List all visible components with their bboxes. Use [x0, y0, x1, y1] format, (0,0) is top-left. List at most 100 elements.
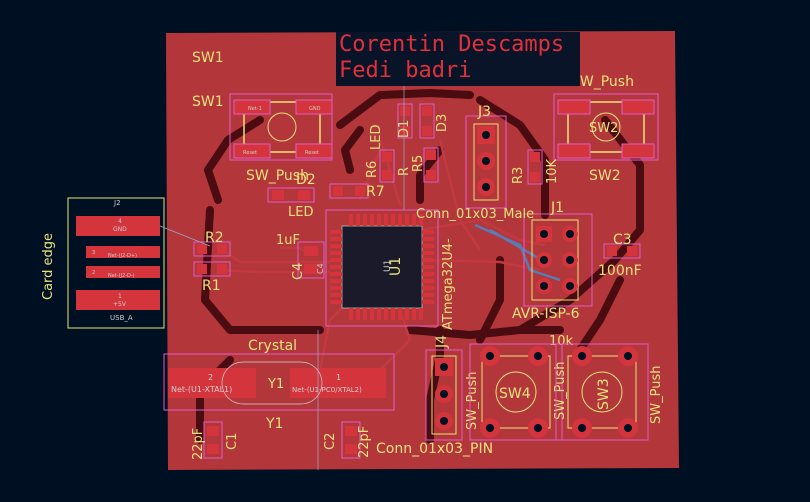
capacitor-c1[interactable] — [203, 421, 223, 459]
u1-pin-pad — [363, 214, 367, 226]
u1-pin-pad — [398, 214, 402, 226]
crystal-label: Crystal — [248, 338, 297, 354]
y1-pad1-num: 1 — [336, 373, 341, 382]
u1-pin-pad — [419, 308, 423, 320]
u1-pin-pad — [330, 265, 342, 269]
u1-pin-pad — [398, 308, 402, 320]
author-line-1: Corentin Descamps — [339, 32, 565, 57]
j2-pin2-net: Net-(J2-D-) — [108, 273, 135, 279]
sw-push-vertical-right: SW_Push — [649, 366, 664, 424]
c4-label: C4 — [291, 263, 306, 280]
u1-pin-pad — [419, 214, 423, 226]
j2-pin4-num: 4 — [118, 218, 122, 225]
led-d2[interactable] — [267, 187, 315, 203]
j2-pin1-num: 1 — [118, 293, 122, 300]
atmega-label: ATmega32U4- — [441, 238, 456, 330]
switch-sw4[interactable] — [469, 343, 563, 441]
led-d3[interactable] — [419, 103, 435, 139]
c4-fab-label: C4 — [316, 263, 325, 274]
back-tracks — [474, 223, 561, 282]
j4-label: J4 — [434, 335, 450, 349]
j2-footprint: USB_A — [110, 314, 133, 322]
sw1-label: SW1 — [192, 94, 224, 110]
d2-label: D2 — [296, 172, 316, 188]
ratsnest — [159, 80, 405, 470]
switch-sw3[interactable] — [555, 343, 649, 441]
capacitor-c2[interactable] — [341, 421, 361, 459]
u1-pin-pad — [370, 308, 374, 320]
u1-pin-pad — [391, 308, 395, 320]
u1-pin-pad — [422, 258, 434, 262]
u1-pin-pad — [356, 308, 360, 320]
sw1-label-top: SW1 — [192, 50, 224, 66]
sw1-pad-net-b: GND — [309, 106, 321, 112]
y1-pad1-net: Net-(U1-PC0/XTAL2) — [292, 386, 362, 394]
u1-pin-pad — [384, 308, 388, 320]
r6-label: R6 — [365, 161, 380, 178]
switch-sw1[interactable]: Net-1 GND Reset Reset — [229, 93, 333, 161]
u1-label: U1 — [388, 257, 404, 276]
u1-pin-pad — [422, 237, 434, 241]
d3-label: D3 — [435, 114, 450, 132]
j2-pin4-net: GND — [113, 226, 127, 233]
header-j4[interactable] — [425, 349, 463, 441]
c3-value: 100nF — [598, 263, 642, 279]
r-label: R — [397, 167, 412, 176]
u1-pin-pad — [422, 244, 434, 248]
resistor-r2[interactable] — [193, 241, 231, 257]
copper-zone[interactable] — [166, 31, 679, 470]
sw1-pad-net-a: Net-1 — [248, 106, 262, 112]
header-j1[interactable] — [523, 213, 593, 307]
mcu-u1[interactable]: U1 — [325, 209, 439, 327]
header-j3[interactable] — [465, 115, 507, 209]
c1-value: 22pF — [191, 428, 206, 460]
u1-pin-pad — [330, 286, 342, 290]
j2-pin1-net: +5V — [113, 301, 127, 308]
u1-pin-pad — [349, 214, 353, 226]
u1-pin-pad — [330, 293, 342, 297]
edge-connector[interactable]: Card edge J2 4 GND 3 Net-(J2-D+) 2 Net-(… — [41, 197, 165, 329]
j2-pin2-num: 2 — [92, 270, 95, 276]
u1-pin-pad — [330, 279, 342, 283]
j2-pin3-num: 3 — [92, 250, 95, 256]
u1-pin-pad — [412, 214, 416, 226]
u1-pin-pad — [330, 237, 342, 241]
c1-label: C1 — [225, 433, 240, 450]
avr-isp-label: AVR-ISP-6 — [512, 306, 580, 322]
y1-label: Y1 — [265, 416, 283, 432]
led-d1[interactable] — [397, 103, 413, 139]
resistor-r3[interactable] — [527, 149, 543, 185]
conn-bottom-label: Conn_01x03_PIN — [376, 441, 493, 457]
u1-pin-pad — [330, 272, 342, 276]
capacitor-c4[interactable] — [297, 241, 325, 279]
sw1-pad-net-d: Reset — [305, 150, 319, 156]
r1-label: R1 — [202, 278, 221, 294]
resistor-r5[interactable] — [423, 147, 439, 183]
r2-label: R2 — [205, 230, 224, 246]
u1-pin-pad — [330, 258, 342, 262]
crystal-y1[interactable]: 2 Net-(U1-XTAL1) 1 Net-(U1-PC0/XTAL2) — [163, 353, 395, 411]
resistor-r6[interactable] — [379, 149, 395, 183]
u1-pin-pad — [422, 272, 434, 276]
c3-label: C3 — [613, 232, 632, 248]
r3-label: R3 — [511, 167, 526, 184]
switch-sw2[interactable] — [553, 93, 659, 161]
u1-pin-pad — [349, 308, 353, 320]
sw2-label: SW2 — [589, 168, 621, 184]
resistor-r1[interactable] — [193, 261, 231, 277]
resistor-r7[interactable] — [329, 183, 369, 199]
ten-k-label: 10K — [545, 158, 560, 184]
capacitor-c3[interactable] — [603, 243, 641, 259]
r7-label: R7 — [366, 184, 385, 200]
c2-value: 22pF — [357, 426, 372, 458]
sw1-pad-net-c: Reset — [243, 150, 257, 156]
u1-pin-pad — [422, 293, 434, 297]
r5-label: R5 — [411, 155, 426, 172]
u1-pin-pad — [412, 308, 416, 320]
sw3-label: SW3 — [596, 378, 612, 410]
u1-pin-pad — [377, 308, 381, 320]
sw-push-top-label: SW_Push — [571, 74, 634, 90]
u1-pin-pad — [422, 279, 434, 283]
y1-pad2-net: Net-(U1-XTAL1) — [171, 385, 232, 394]
